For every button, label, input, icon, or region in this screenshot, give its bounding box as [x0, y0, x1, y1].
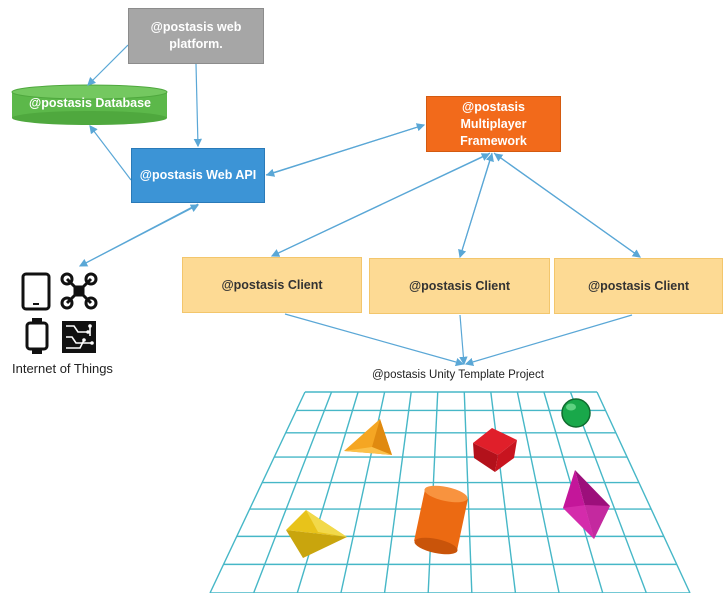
- web-platform-node: @postasis web platform.: [128, 8, 264, 64]
- arrow-client-1-to-unity: [284, 313, 465, 367]
- client-label-2: @postasis Client: [408, 279, 511, 293]
- arrow-framework-to-webapi: [265, 124, 425, 177]
- database-label: @postasis Database: [29, 96, 151, 110]
- arrow-client-3-to-framework: [494, 153, 641, 258]
- iot-label: Internet of Things: [12, 361, 113, 376]
- multiplayer-framework-node: @postasis Multiplayer Framework: [426, 96, 561, 152]
- arrow-webapi-to-database: [89, 125, 132, 181]
- client-node-1: @postasis Client: [182, 257, 362, 313]
- client-node-3: @postasis Client: [554, 258, 723, 314]
- web-platform-label: @postasis web platform.: [150, 20, 242, 51]
- arrow-client-1-to-framework: [271, 153, 491, 257]
- arrow-client-3-to-unity: [464, 314, 633, 366]
- database-cylinder: [11, 84, 168, 125]
- web-api-label: @postasis Web API: [139, 168, 257, 182]
- arrow-platform-to-webapi: [193, 63, 203, 148]
- client-label-1: @postasis Client: [221, 278, 323, 292]
- client-label-3: @postasis Client: [587, 279, 690, 293]
- unity-template-label: @postasis Unity Template Project: [372, 369, 544, 381]
- arrow-iot-to-webapi: [79, 204, 200, 267]
- arrow-platform-to-database: [87, 44, 129, 86]
- arrow-client-2-to-framework: [459, 152, 494, 258]
- multiplayer-framework-label: @postasis Multiplayer Framework: [460, 99, 527, 148]
- arrow-client-2-to-unity: [459, 314, 468, 366]
- web-api-node: @postasis Web API: [131, 148, 265, 203]
- client-node-2: @postasis Client: [369, 258, 550, 314]
